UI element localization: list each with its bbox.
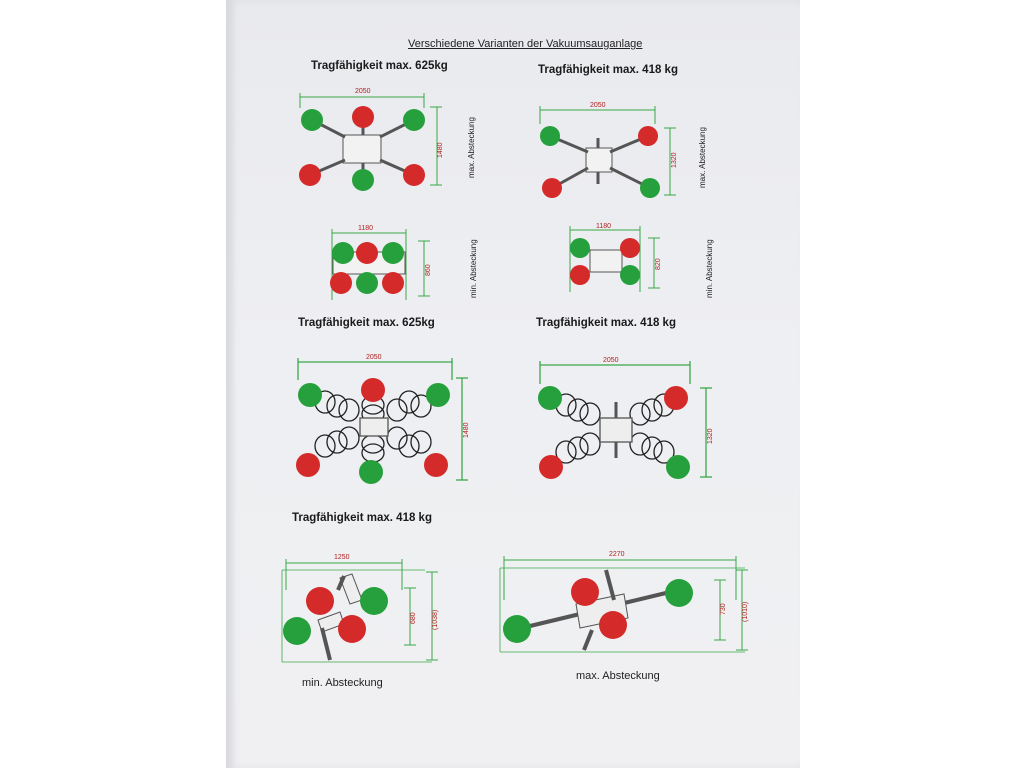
suction-cup-red bbox=[356, 242, 378, 264]
dim-height: 820 bbox=[655, 258, 662, 270]
diagram-8-rotated-max bbox=[499, 556, 748, 653]
suction-cup-green bbox=[301, 109, 323, 131]
suction-cup-red bbox=[542, 178, 562, 198]
dim-width: 2050 bbox=[366, 354, 382, 361]
caption-top-right: Tragfähigkeit max. 418 kg bbox=[538, 64, 678, 76]
suction-cup-green bbox=[403, 109, 425, 131]
background-left bbox=[0, 0, 226, 768]
suction-cup-red bbox=[382, 272, 404, 294]
suction-cup-red bbox=[570, 265, 590, 285]
suction-cup-green bbox=[359, 460, 383, 484]
page-edge-shadow bbox=[226, 0, 236, 768]
dim-height: 860 bbox=[425, 264, 432, 276]
suction-cup-red bbox=[361, 378, 385, 402]
suction-cup-red bbox=[403, 164, 425, 186]
dim-width: 2050 bbox=[590, 102, 606, 109]
label-max-absteckung: max. Absteckung bbox=[467, 117, 476, 178]
suction-cup-red bbox=[338, 615, 366, 643]
suction-cup-red bbox=[539, 455, 563, 479]
caption-bottom-left: Tragfähigkeit max. 418 kg bbox=[292, 512, 432, 524]
dim-height: 1480 bbox=[463, 422, 470, 438]
dim-height-alt: (1038) bbox=[432, 610, 439, 630]
dim-height: 1320 bbox=[707, 428, 714, 444]
suction-cup-red bbox=[299, 164, 321, 186]
dim-width: 1180 bbox=[596, 223, 611, 230]
suction-cup-red bbox=[424, 453, 448, 477]
suction-cup-green bbox=[426, 383, 450, 407]
suction-cup-green bbox=[382, 242, 404, 264]
diagram-6-multicup-418 bbox=[539, 361, 712, 478]
document-title: Verschiedene Varianten der Vakuumsauganl… bbox=[408, 38, 643, 50]
suction-cup-green bbox=[640, 178, 660, 198]
background-right bbox=[800, 0, 1024, 768]
dim-width: 2270 bbox=[609, 551, 625, 558]
suction-cup-red bbox=[571, 578, 599, 606]
dim-width: 2050 bbox=[603, 357, 619, 364]
suction-cup-green bbox=[620, 265, 640, 285]
dim-height: 730 bbox=[720, 603, 727, 615]
label-max-absteckung: max. Absteckung bbox=[698, 127, 707, 188]
suction-cup-green bbox=[360, 587, 388, 615]
diagram-4-compact-4 bbox=[569, 226, 660, 292]
dim-width: 1250 bbox=[334, 554, 350, 561]
caption-top-left: Tragfähigkeit max. 625kg bbox=[311, 60, 448, 72]
suction-cup-green bbox=[538, 386, 562, 410]
diagram-5-multicup-625 bbox=[297, 358, 468, 481]
dim-height: 1480 bbox=[437, 142, 444, 158]
suction-cup-green bbox=[283, 617, 311, 645]
label-min-absteckung: min. Absteckung bbox=[705, 239, 714, 298]
diagram-7-rotated-min bbox=[281, 559, 438, 663]
suction-cup-green bbox=[503, 615, 531, 643]
suction-cup-green bbox=[666, 455, 690, 479]
note-min-absteckung: min. Absteckung bbox=[302, 677, 383, 689]
suction-cup-red bbox=[664, 386, 688, 410]
suction-cup-green bbox=[332, 242, 354, 264]
suction-cup-red bbox=[620, 238, 640, 258]
suction-cup-red bbox=[352, 106, 374, 128]
label-min-absteckung: min. Absteckung bbox=[469, 239, 478, 298]
dim-height-alt: (1010) bbox=[742, 602, 749, 622]
suction-cup-green bbox=[298, 383, 322, 407]
note-max-absteckung: max. Absteckung bbox=[576, 670, 660, 682]
suction-cup-green bbox=[352, 169, 374, 191]
dim-width: 1180 bbox=[358, 225, 373, 232]
suction-cup-red bbox=[599, 611, 627, 639]
caption-mid-left: Tragfähigkeit max. 625kg bbox=[298, 317, 435, 329]
suction-cup-green bbox=[570, 238, 590, 258]
suction-cup-red bbox=[306, 587, 334, 615]
suction-cup-red bbox=[638, 126, 658, 146]
suction-cup-green bbox=[356, 272, 378, 294]
suction-cup-red bbox=[296, 453, 320, 477]
caption-mid-right: Tragfähigkeit max. 418 kg bbox=[536, 317, 676, 329]
suction-cup-green bbox=[540, 126, 560, 146]
dim-width: 2050 bbox=[355, 88, 371, 95]
suction-cup-red bbox=[330, 272, 352, 294]
suction-cup-green bbox=[665, 579, 693, 607]
dim-height: 680 bbox=[410, 612, 417, 624]
dim-height: 1320 bbox=[671, 152, 678, 168]
